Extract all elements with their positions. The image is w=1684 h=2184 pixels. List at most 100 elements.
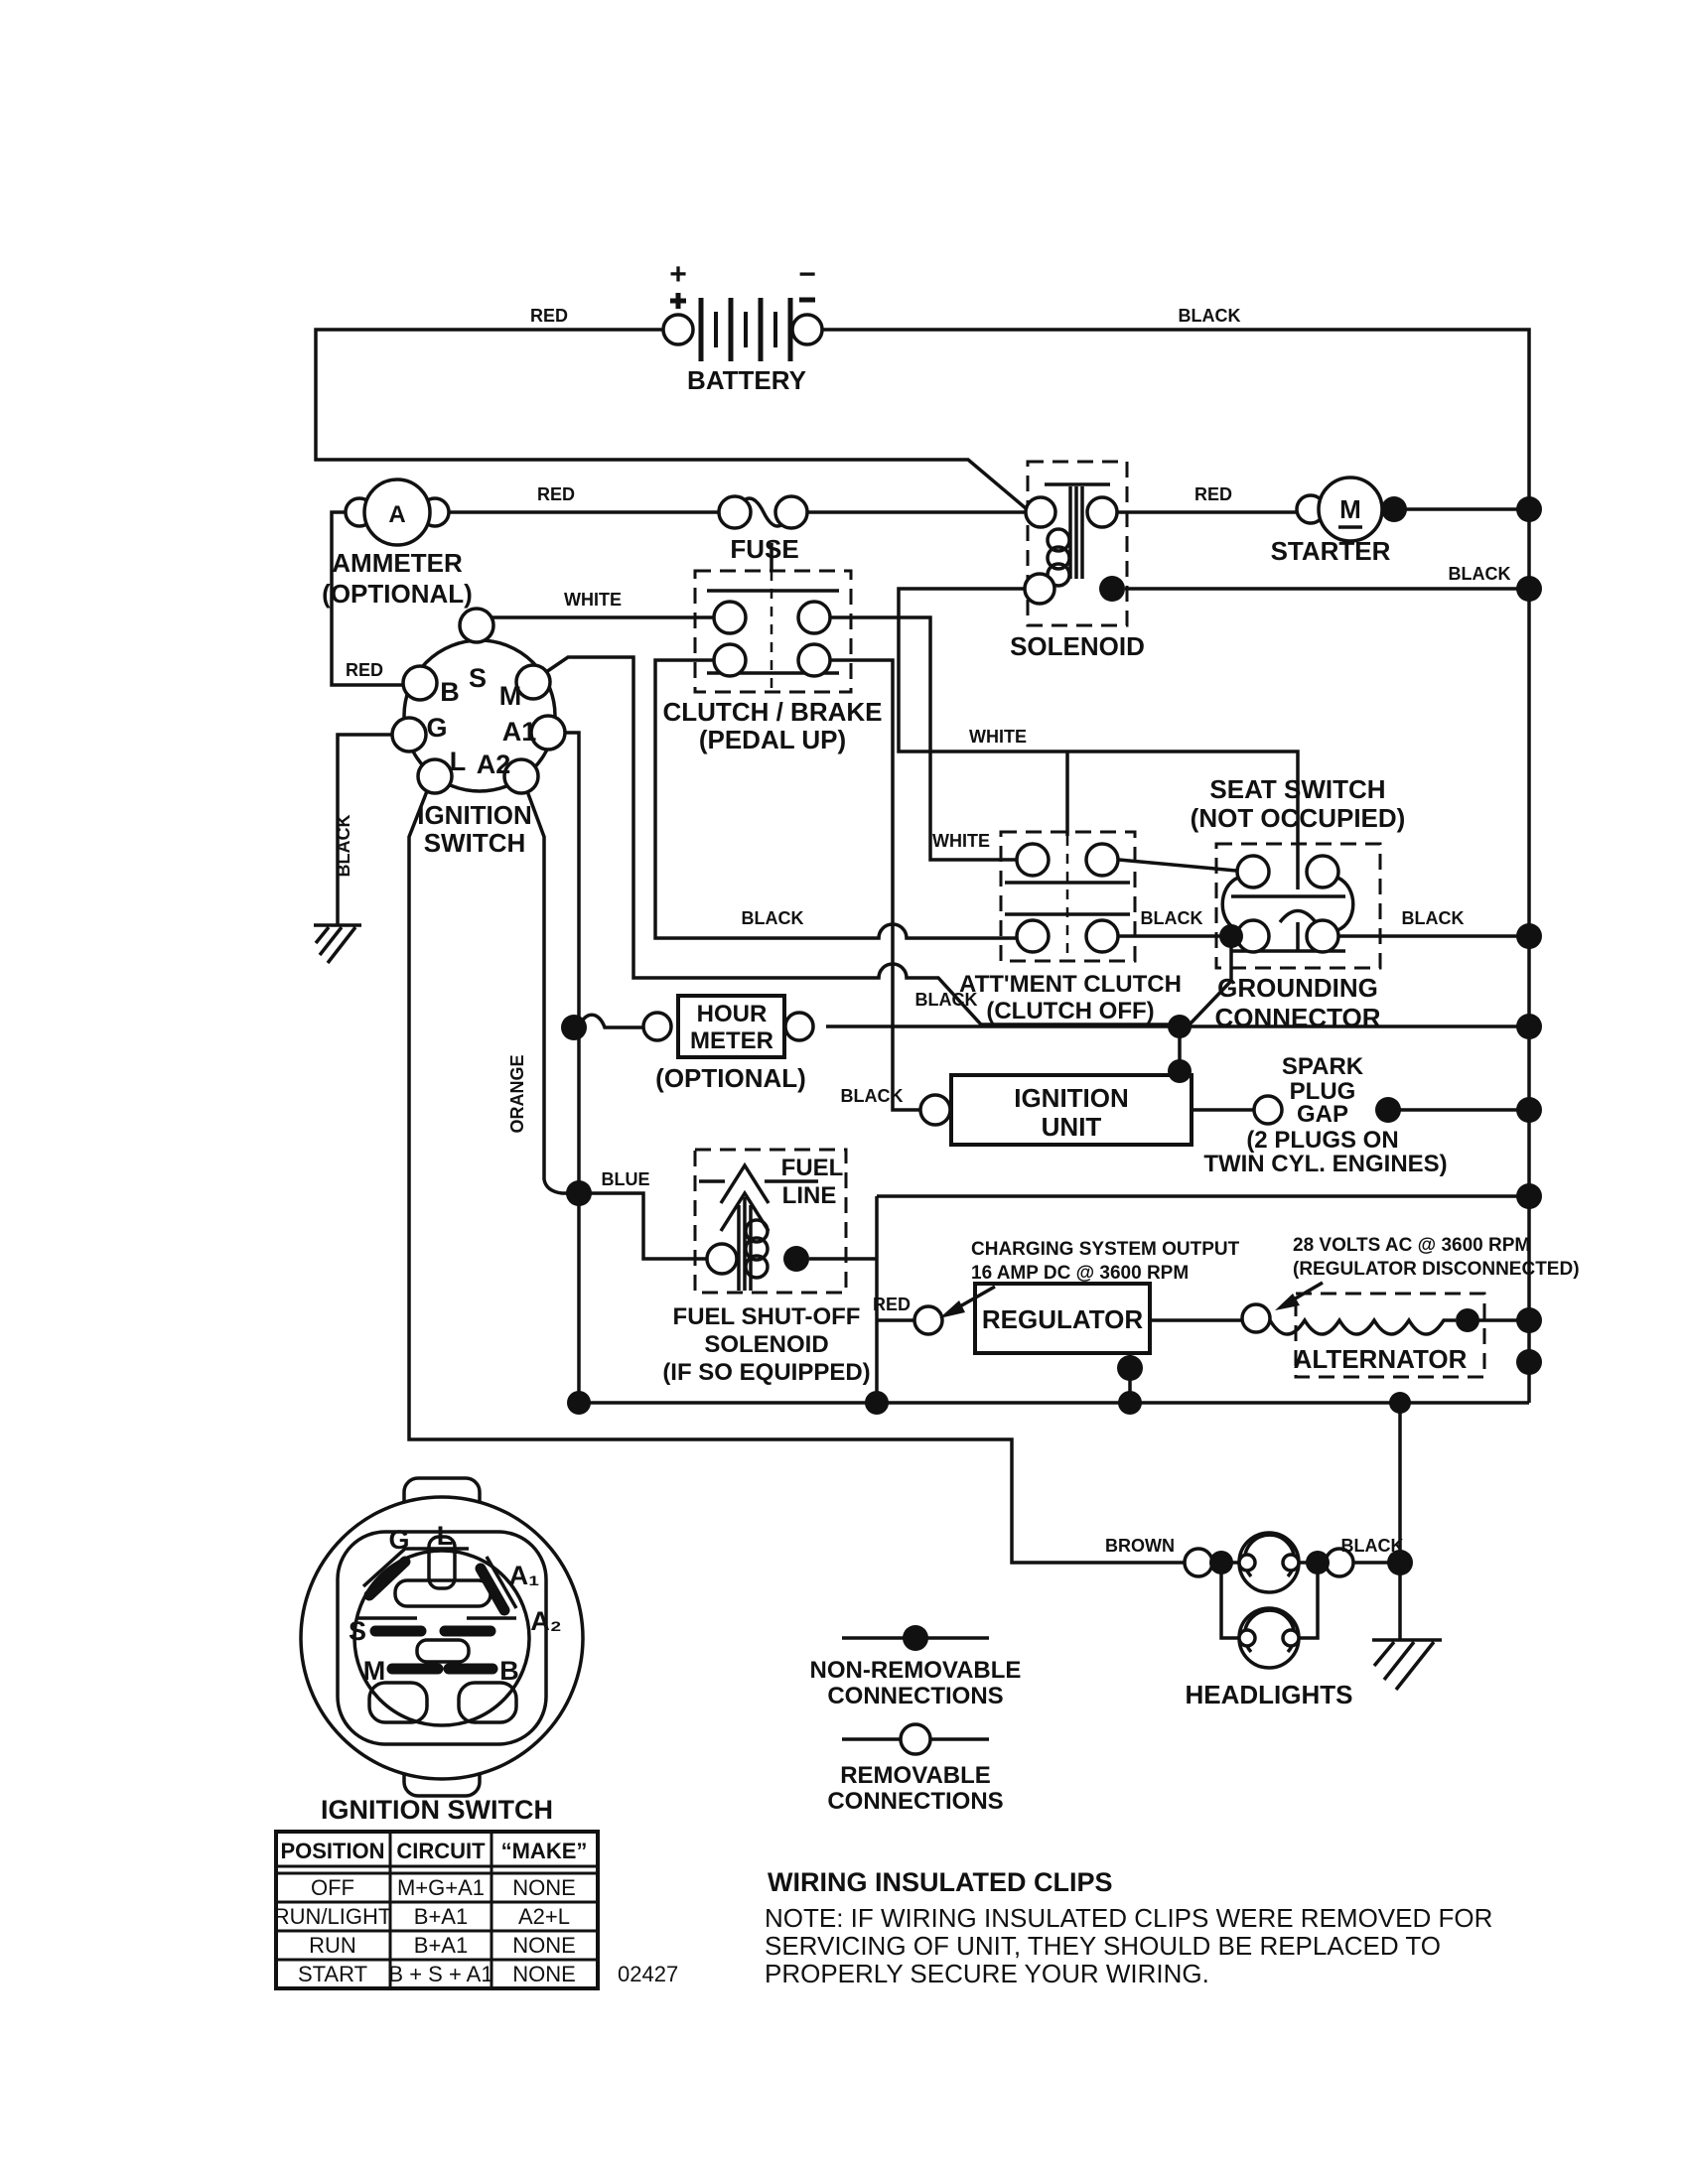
battery-plus-label: + [669, 258, 687, 291]
volts-label-2: (REGULATOR DISCONNECTED) [1293, 1259, 1580, 1280]
attment-clutch-internals [1005, 836, 1130, 957]
solenoid-box [1026, 460, 1129, 627]
spark-plug-symbol [1192, 1094, 1529, 1126]
charging-label-1: CHARGING SYSTEM OUTPUT [971, 1239, 1240, 1260]
table-header-circuit: CIRCUIT [396, 1839, 486, 1863]
starter-label: STARTER [1271, 536, 1391, 566]
alternator-internals [1240, 1302, 1456, 1336]
clutch-terminal-tr [796, 600, 832, 635]
label-white-solenoid: WHITE [969, 727, 1027, 747]
ignition-terminal-l [416, 757, 454, 795]
solenoid-label: SOLENOID [1010, 631, 1145, 661]
table-cell: START [298, 1962, 367, 1986]
label-red-regulator: RED [873, 1295, 911, 1314]
wire-solenoid-return-white [897, 587, 1300, 846]
spark-label-3: GAP [1297, 1101, 1348, 1128]
table-cell: B+A1 [414, 1904, 468, 1929]
wires [314, 328, 1531, 1741]
detail-title: IGNITION SWITCH [321, 1795, 553, 1825]
fuel-shutoff-internals [699, 1161, 818, 1291]
note-line-1: NOTE: IF WIRING INSULATED CLIPS WERE REM… [765, 1903, 1492, 1933]
label-black-clutch2: BLACK [915, 990, 978, 1010]
fuel-line-label-2: LINE [782, 1182, 837, 1209]
note-line-3: PROPERLY SECURE YOUR WIRING. [765, 1959, 1209, 1988]
terminal-g-label: G [426, 713, 447, 743]
clutch-terminal-tl [712, 600, 748, 635]
label-black-headlights: BLACK [1341, 1536, 1404, 1556]
clutch-brake-label-1: CLUTCH / BRAKE [663, 697, 883, 727]
terminal-l-label: L [450, 747, 467, 776]
headlight-connector-left [1183, 1547, 1214, 1578]
plus-icon [670, 293, 686, 309]
wire-battery-red [314, 328, 1028, 510]
wire-headlight2-left [1219, 1563, 1239, 1640]
seat-terminal-br [1305, 918, 1340, 954]
note-line-2: SERVICING OF UNIT, THEY SHOULD BE REPLAC… [765, 1931, 1441, 1961]
ignition-terminal-a2 [502, 757, 540, 795]
table-cell: RUN [309, 1933, 356, 1958]
ignition-terminal-a1 [529, 714, 567, 751]
wire-a2-orange [525, 790, 579, 1195]
headlights-label: HEADLIGHTS [1186, 1680, 1353, 1709]
charging-label-2: 16 AMP DC @ 3600 RPM [971, 1263, 1189, 1284]
table-cell: NONE [512, 1933, 576, 1958]
attment-label-2: (CLUTCH OFF) [986, 998, 1154, 1024]
charging-arrow-icon [939, 1285, 996, 1318]
volts-arrow-icon [1275, 1281, 1324, 1310]
solenoid-terminal-tl [1024, 495, 1057, 529]
label-black-solenoid: BLACK [1449, 564, 1511, 584]
ignition-table [274, 1830, 600, 1990]
wire-clutch-bl-black [653, 658, 1016, 940]
solenoid-internals [1023, 482, 1119, 606]
legend-removable-icon [899, 1722, 932, 1756]
legend-removable-label-2: CONNECTIONS [827, 1788, 1003, 1815]
label-blue: BLUE [602, 1169, 650, 1189]
label-orange: ORANGE [507, 1054, 527, 1133]
attment-terminal-bl [1015, 918, 1051, 954]
table-cell: NONE [512, 1875, 576, 1900]
hour-meter-optional-label: (OPTIONAL) [655, 1063, 806, 1093]
wire-clutch-to-attment [831, 615, 1016, 862]
fuse-symbol [717, 494, 809, 530]
solenoid-terminal-bl [1023, 572, 1056, 606]
ammeter-a-label: A [388, 501, 405, 528]
legend-removable-label-1: REMOVABLE [840, 1762, 991, 1789]
battery-positive-terminal [661, 313, 695, 346]
wire-headlight2-right [1299, 1563, 1320, 1640]
detail-b-label: B [499, 1656, 519, 1686]
terminal-a1-label: A1 [502, 717, 537, 747]
attment-terminal-br [1084, 918, 1120, 954]
attment-clutch-box [999, 830, 1137, 963]
label-red-ignition: RED [346, 660, 383, 680]
solenoid-terminal-tr [1085, 495, 1119, 529]
label-red-starter: RED [1194, 484, 1232, 504]
legend-nonremovable-icon [903, 1625, 928, 1651]
label-black-battery: BLACK [1179, 306, 1241, 326]
detail-s-label: S [349, 1616, 366, 1646]
table-header-make: “MAKE” [501, 1839, 588, 1863]
grounding-label-1: GROUNDING [1217, 973, 1378, 1003]
table-cell: B+A1 [414, 1933, 468, 1958]
fuel-shutoff-terminal-left [705, 1242, 739, 1276]
table-cell: OFF [311, 1875, 354, 1900]
table-cell: RUN/LIGHT [274, 1904, 392, 1929]
starter-m-label: M [1339, 494, 1361, 524]
table-cell: B + S + A1 [388, 1962, 492, 1986]
clutch-brake-label-2: (PEDAL UP) [699, 725, 846, 754]
ground-symbol-left [314, 923, 361, 965]
detail-bar-g [363, 1556, 411, 1601]
table-cell: NONE [512, 1962, 576, 1986]
ammeter-symbol [344, 478, 451, 547]
battery-label: BATTERY [687, 365, 806, 395]
wire-a1-terminal [564, 731, 581, 1403]
wire-l-terminal-lights [407, 790, 1184, 1565]
table-cell: A2+L [518, 1904, 570, 1929]
detail-a1-label: A₁ [509, 1561, 540, 1590]
ignition-terminal-s [458, 607, 495, 644]
ignition-terminal-b [401, 664, 439, 702]
table-header-position: POSITION [280, 1839, 384, 1863]
clutch-brake-internals [707, 543, 839, 692]
spark-label-1: SPARK [1282, 1053, 1364, 1080]
seat-switch-box [1214, 842, 1382, 970]
regulator-label: REGULATOR [982, 1304, 1143, 1334]
